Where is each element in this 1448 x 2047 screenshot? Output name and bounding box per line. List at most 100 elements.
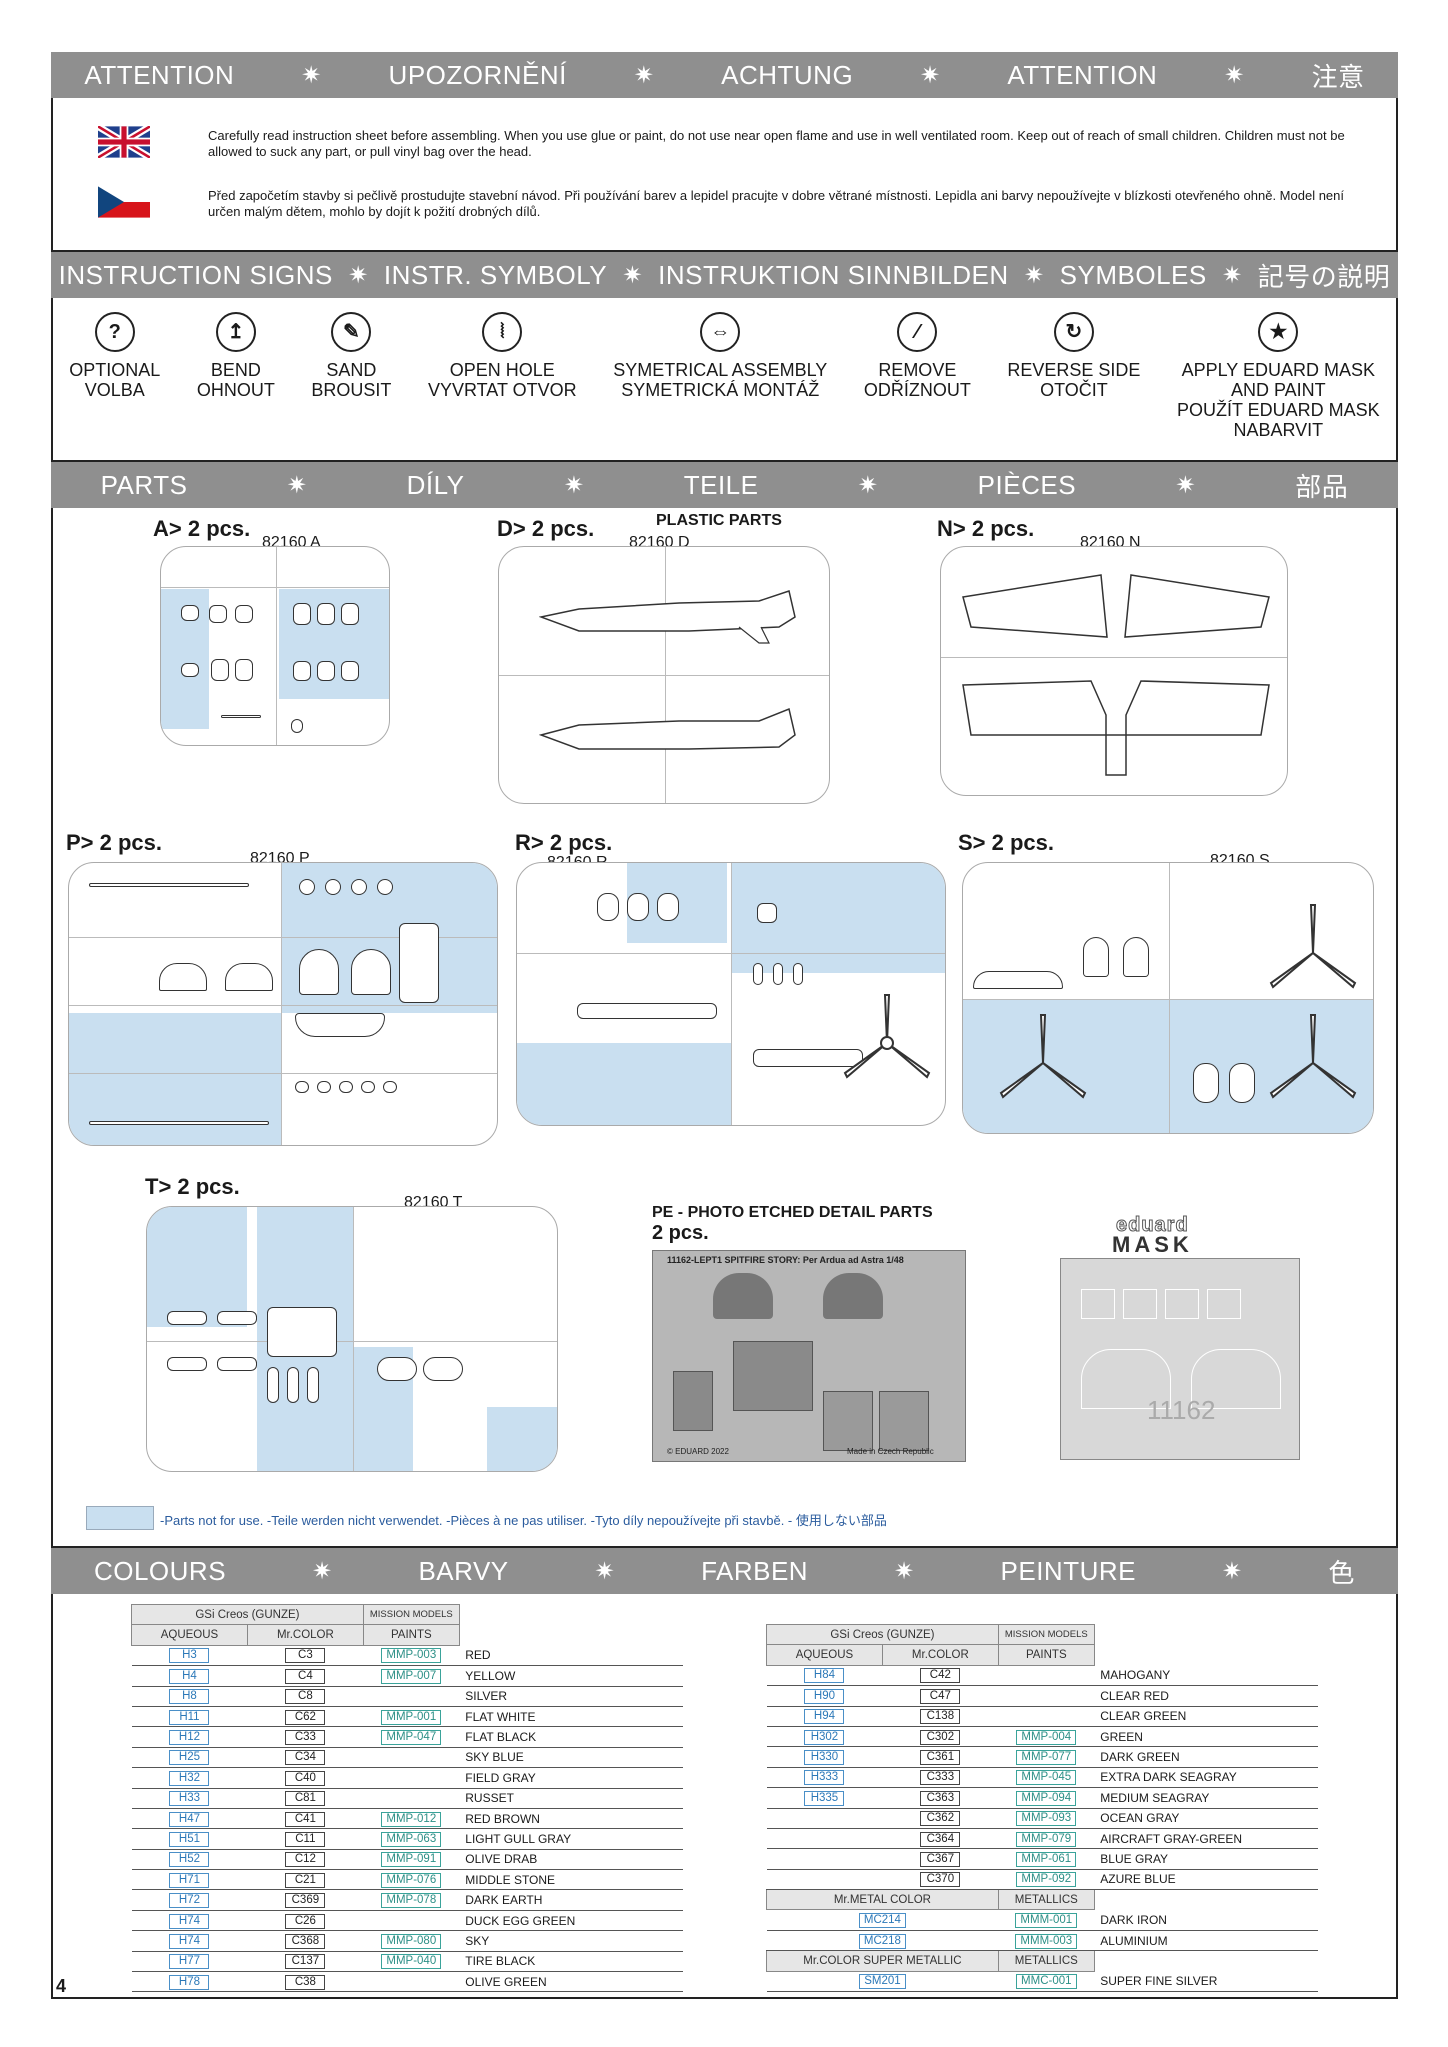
mission-code: MMP-047 [363,1726,460,1748]
aqueous-code: H11 [131,1706,248,1728]
attention-en: ATTENTION [84,59,235,90]
drill-icon: ⦚ [482,312,523,352]
colour-name: FIELD GRAY [459,1767,683,1789]
mrcolor-code: C361 [882,1746,999,1768]
mrcolor-code: C12 [247,1849,364,1871]
sign-label: REMOVE [878,360,957,380]
aqueous-code: H90 [766,1685,883,1707]
metallics-subheader: METALLICS [997,1950,1095,1972]
separator-icon: ✷ [857,471,879,499]
separator-icon: ✷ [286,471,308,499]
mission-code: MMP-001 [363,1706,460,1728]
sign-mask: ★ APPLY EDUARD MASK AND PAINT POUŽÍT EDU… [1177,312,1380,440]
colour-name: CLEAR RED [1094,1685,1318,1707]
aqueous-code: H12 [131,1726,248,1748]
signs-title-en: INSTRUCTION SIGNS [58,259,333,290]
mask-brand: eduard [1116,1214,1189,1237]
aqueous-code: H302 [766,1726,883,1748]
colour-name: RED [459,1645,683,1667]
sign-label: SYMETRICAL ASSEMBLY [613,360,828,380]
metal-code: MC218 [766,1930,999,1952]
mrcolor-code: C367 [882,1848,999,1870]
sprue-r-label: R> 2 pcs. [515,830,613,855]
sprue-d [498,546,830,804]
colour-name: OCEAN GRAY [1094,1808,1318,1829]
sprue-a [160,546,390,746]
colour-name: MEDIUM SEAGRAY [1094,1787,1318,1809]
sign-symmetrical: ⇔ SYMETRICAL ASSEMBLY SYMETRICKÁ MONTÁŽ [613,312,827,440]
colours-title-de: FARBEN [701,1555,809,1586]
mrcolor-code: C40 [247,1767,364,1789]
mission-code: MMP-076 [363,1869,460,1891]
not-for-use-legend: -Parts not for use. -Teile werden nicht … [160,1513,887,1528]
attention-de: ACHTUNG [721,59,854,90]
mrcolor-code: C41 [247,1808,364,1830]
aqueous-header: AQUEOUS [131,1624,248,1646]
metallics-subheader: METALLICS [997,1889,1095,1911]
colour-name: RED BROWN [459,1808,683,1830]
mrcolor-code: C302 [882,1726,999,1748]
sign-label: AND PAINT [1230,380,1326,400]
symmetric-icon: ⇔ [700,312,741,352]
separator-icon: ✷ [311,1557,333,1585]
attention-cz: UPOZORNĚNÍ [388,59,567,90]
mrcolor-code: C368 [247,1930,364,1952]
separator-icon: ✷ [301,61,322,89]
gunze-header: GSi Creos (GUNZE) [766,1623,999,1646]
sprue-p [68,862,498,1146]
czech-flag-icon [98,186,150,218]
colour-name: AIRCRAFT GRAY-GREEN [1094,1828,1318,1850]
propeller-icon [843,994,931,1079]
aqueous-code [766,1869,883,1891]
aqueous-code: H71 [131,1869,248,1891]
mask-number: 11162 [1147,1395,1216,1425]
colour-name: CLEAR GREEN [1094,1706,1318,1727]
parts-title-jp: 部品 [1295,471,1349,502]
mission-code [998,1685,1095,1707]
sign-bend: ↥ BEND OHNOUT [197,312,275,440]
sprue-n-label: N> 2 pcs. [937,516,1035,541]
parts-header: PARTS ✷ DÍLY ✷ TEILE ✷ PIÈCES ✷ 部品 [51,462,1398,508]
metal-code: SM201 [766,1971,999,1993]
colour-name: SILVER [459,1686,683,1707]
instruction-signs-list: ? OPTIONAL VOLBA ↥ BEND OHNOUT ✎ SAND BR… [51,312,1398,440]
aqueous-code: H51 [131,1828,248,1850]
sprue-a-label: A> 2 pcs. [153,516,251,541]
mrcolor-code: C33 [247,1726,364,1748]
warning-text-cz: Před započetím stavby si pečlivě prostud… [208,188,1344,219]
sign-label: REVERSE SIDE [1007,360,1141,380]
mission-code [363,1788,460,1809]
mrcolor-code: C333 [882,1767,999,1789]
divider [51,460,1398,462]
mrcolor-code: C138 [882,1706,999,1727]
mission-code: MMP-077 [998,1746,1095,1768]
parts-title-cz: DÍLY [406,469,465,500]
sign-label: POUŽÍT EDUARD MASK [1176,400,1380,420]
mission-code [363,1747,460,1769]
signs-title-cz: INSTR. SYMBOLY [383,259,608,290]
mrcolor-code: C38 [247,1971,364,1993]
attention-jp: 注意 [1311,61,1365,92]
aqueous-code: H32 [131,1767,248,1789]
sprue-d-label: D> 2 pcs. [497,516,595,541]
mrcolor-code: C4 [247,1665,364,1687]
colour-name: MAHOGANY [1094,1665,1318,1687]
sign-label: VYVRTAT OTVOR [427,380,577,400]
instruction-signs-header: INSTRUCTION SIGNS ✷ INSTR. SYMBOLY ✷ INS… [51,252,1398,298]
mrcolor-code: C137 [247,1951,364,1973]
colours-title-fr: PEINTURE [1000,1555,1136,1586]
